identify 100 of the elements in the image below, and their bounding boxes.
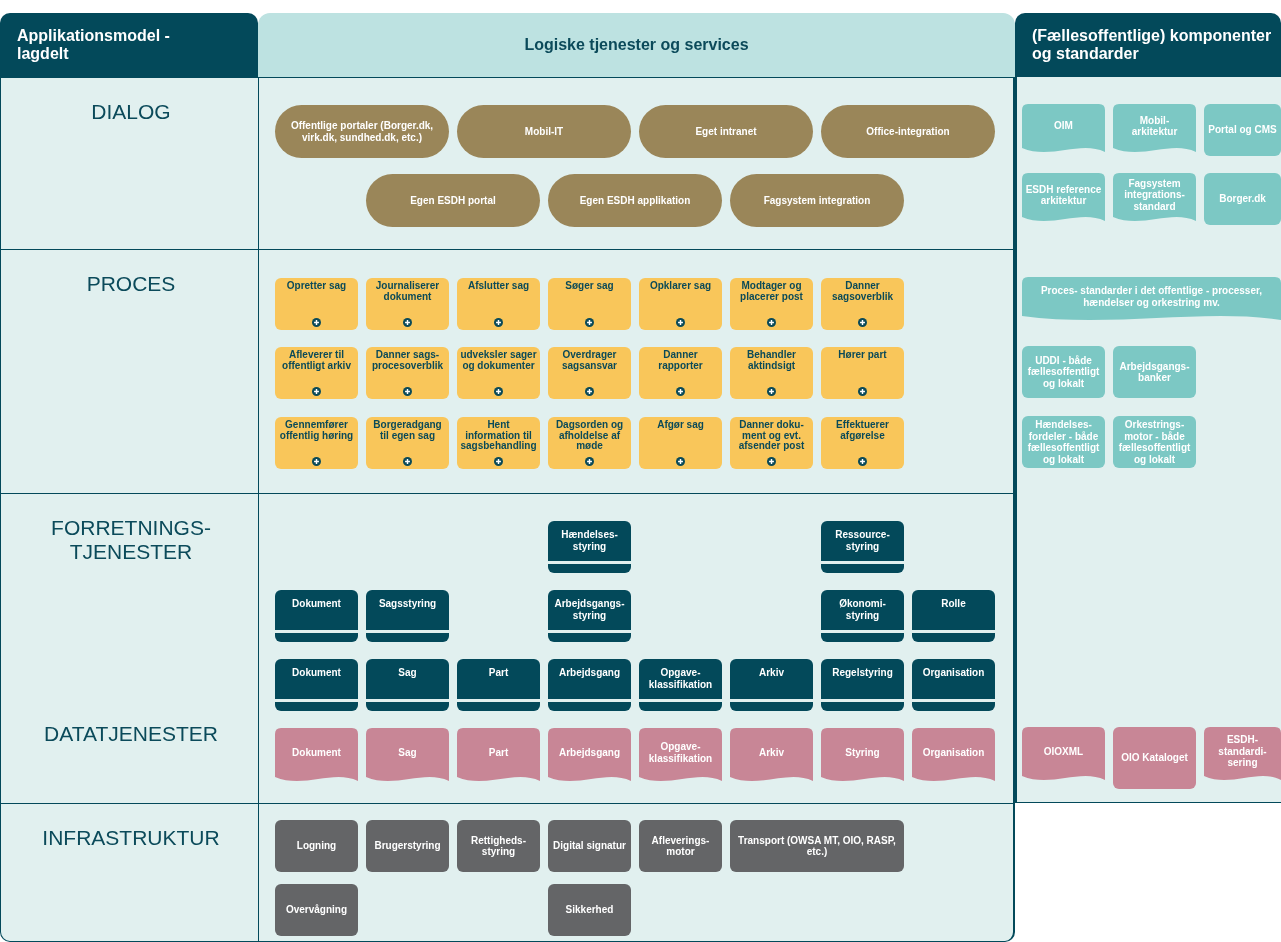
dialog-pill — [457, 105, 631, 158]
process-box — [639, 417, 722, 469]
layer-label: DIALOG — [90, 100, 172, 125]
box-label: Logning — [295, 840, 338, 852]
box-label: Dokument — [291, 598, 342, 610]
box-label: Dokument — [291, 746, 342, 759]
box-label: Digital signatur — [552, 840, 627, 852]
box-label: Sag — [397, 746, 418, 759]
box-label: OIOXML — [1042, 745, 1085, 758]
box-label: Offentlige portaler (Borger.dk, virk.dk, sundhed.dk, etc.) — [289, 120, 435, 143]
service-box — [821, 521, 904, 573]
box-label: Proces- standarder i det offentlige - processer, hændelser og orkestring mv. — [1039, 285, 1264, 308]
box-label: Danner rapporter — [657, 350, 704, 371]
box-label: OIM — [1053, 120, 1074, 132]
header-title: Logiske tjenester og services — [523, 35, 750, 55]
box-label: Styring — [844, 746, 881, 759]
box-label: Afleverer til offentligt arkiv — [281, 350, 352, 371]
box-label: Effektuerer afgørelse — [835, 420, 890, 441]
infrastructure-box — [275, 820, 358, 872]
box-label: Orkestrings- motor - både fællesoffentligt og lokalt — [1117, 419, 1192, 465]
box-label: Overdrager sagsansvar — [560, 350, 618, 371]
box-label: Mobil-IT — [523, 125, 565, 138]
process-box — [366, 417, 449, 469]
box-label: Dokument — [291, 667, 342, 679]
header-panel — [1015, 13, 1281, 77]
box-label: Søger sag — [564, 281, 615, 292]
service-box — [457, 659, 540, 711]
box-label: Rolle — [940, 598, 967, 610]
box-label: Afleverings- motor — [650, 834, 711, 858]
header-title: Applikationsmodel - lagdelt — [16, 26, 171, 64]
box-label: Dagsorden og afholdelse af møde — [554, 420, 625, 452]
process-box — [275, 417, 358, 469]
process-box — [821, 278, 904, 330]
process-box — [730, 347, 813, 399]
box-label: Organisation — [921, 746, 986, 759]
box-label: ESDH- standardi- sering — [1217, 734, 1268, 769]
process-box — [821, 417, 904, 469]
layer-band — [0, 249, 1015, 493]
layer-label: DATATJENESTER — [43, 722, 219, 747]
box-label: Journaliserer dokument — [374, 281, 441, 302]
box-label: Ressource- styring — [834, 529, 891, 552]
box-label: Transport (OWSA MT, OIO, RASP, etc.) — [737, 834, 897, 858]
box-label: Egen ESDH portal — [409, 194, 497, 207]
process-box — [548, 347, 631, 399]
process-box — [548, 278, 631, 330]
layer-label: INFRASTRUKTUR — [41, 826, 221, 851]
box-label: Portal og CMS — [1207, 124, 1278, 136]
box-label: Arbejdsgangs- styring — [553, 598, 626, 621]
infrastructure-box — [639, 820, 722, 872]
box-label: Opgave- klassifikation — [647, 741, 714, 764]
process-box — [457, 278, 540, 330]
box-label: Danner doku- ment og evt. afsender post — [737, 420, 806, 452]
dialog-pill — [730, 174, 904, 227]
header-title: (Fællesoffentlige) komponenter og standarder — [1031, 26, 1273, 64]
layer-label: FORRETNINGS- TJENESTER — [50, 516, 212, 565]
service-box — [548, 659, 631, 711]
header-panel — [0, 13, 258, 77]
layer-label: PROCES — [85, 272, 177, 297]
box-label: Sag — [397, 667, 418, 679]
process-box — [548, 417, 631, 469]
box-label: Rettigheds- styring — [470, 834, 527, 858]
service-box — [639, 659, 722, 711]
box-label: OIO Kataloget — [1120, 752, 1189, 764]
service-box — [275, 659, 358, 711]
component-box — [1113, 346, 1196, 398]
box-label: udveksler sager og dokumenter — [459, 350, 538, 371]
box-label: Part — [487, 667, 510, 679]
box-label: Danner sagsoverblik — [830, 281, 895, 302]
box-label: Hører part — [837, 350, 888, 361]
layer-band — [0, 493, 1015, 803]
box-label: Arbejdsgangs- banker — [1118, 360, 1191, 384]
box-label: Overvågning — [284, 904, 349, 916]
process-box — [457, 417, 540, 469]
box-label: Office-integration — [865, 125, 951, 138]
box-label: Regelstyring — [831, 667, 894, 679]
infrastructure-box — [366, 820, 449, 872]
box-label: Sikkerhed — [564, 904, 615, 916]
box-label: Arkiv — [758, 746, 785, 759]
component-box — [1204, 104, 1281, 156]
box-label: Part — [487, 746, 510, 759]
infrastructure-box — [548, 820, 631, 872]
infrastructure-box — [457, 820, 540, 872]
box-label: Brugerstyring — [373, 840, 442, 852]
process-box — [730, 417, 813, 469]
process-box — [639, 347, 722, 399]
service-box — [821, 659, 904, 711]
process-box — [275, 278, 358, 330]
box-label: Fagsystem integrations- standard — [1123, 177, 1186, 213]
dialog-pill — [821, 105, 995, 158]
box-label: Eget intranet — [694, 125, 758, 138]
box-label: Opretter sag — [285, 281, 348, 292]
box-label: Opklarer sag — [648, 281, 713, 292]
box-label: Afgør sag — [656, 420, 705, 431]
box-label: UDDI - både fællesoffentligt og lokalt — [1026, 354, 1101, 390]
process-box — [366, 347, 449, 399]
box-label: Hændelses- fordeler - både fællesoffentligt og lokalt — [1026, 419, 1101, 465]
box-label: Afslutter sag — [466, 281, 531, 292]
box-label: Egen ESDH applikation — [578, 194, 692, 207]
box-label: Danner sags- procesoverblik — [370, 350, 445, 371]
box-label: Hændelses- styring — [560, 529, 619, 552]
